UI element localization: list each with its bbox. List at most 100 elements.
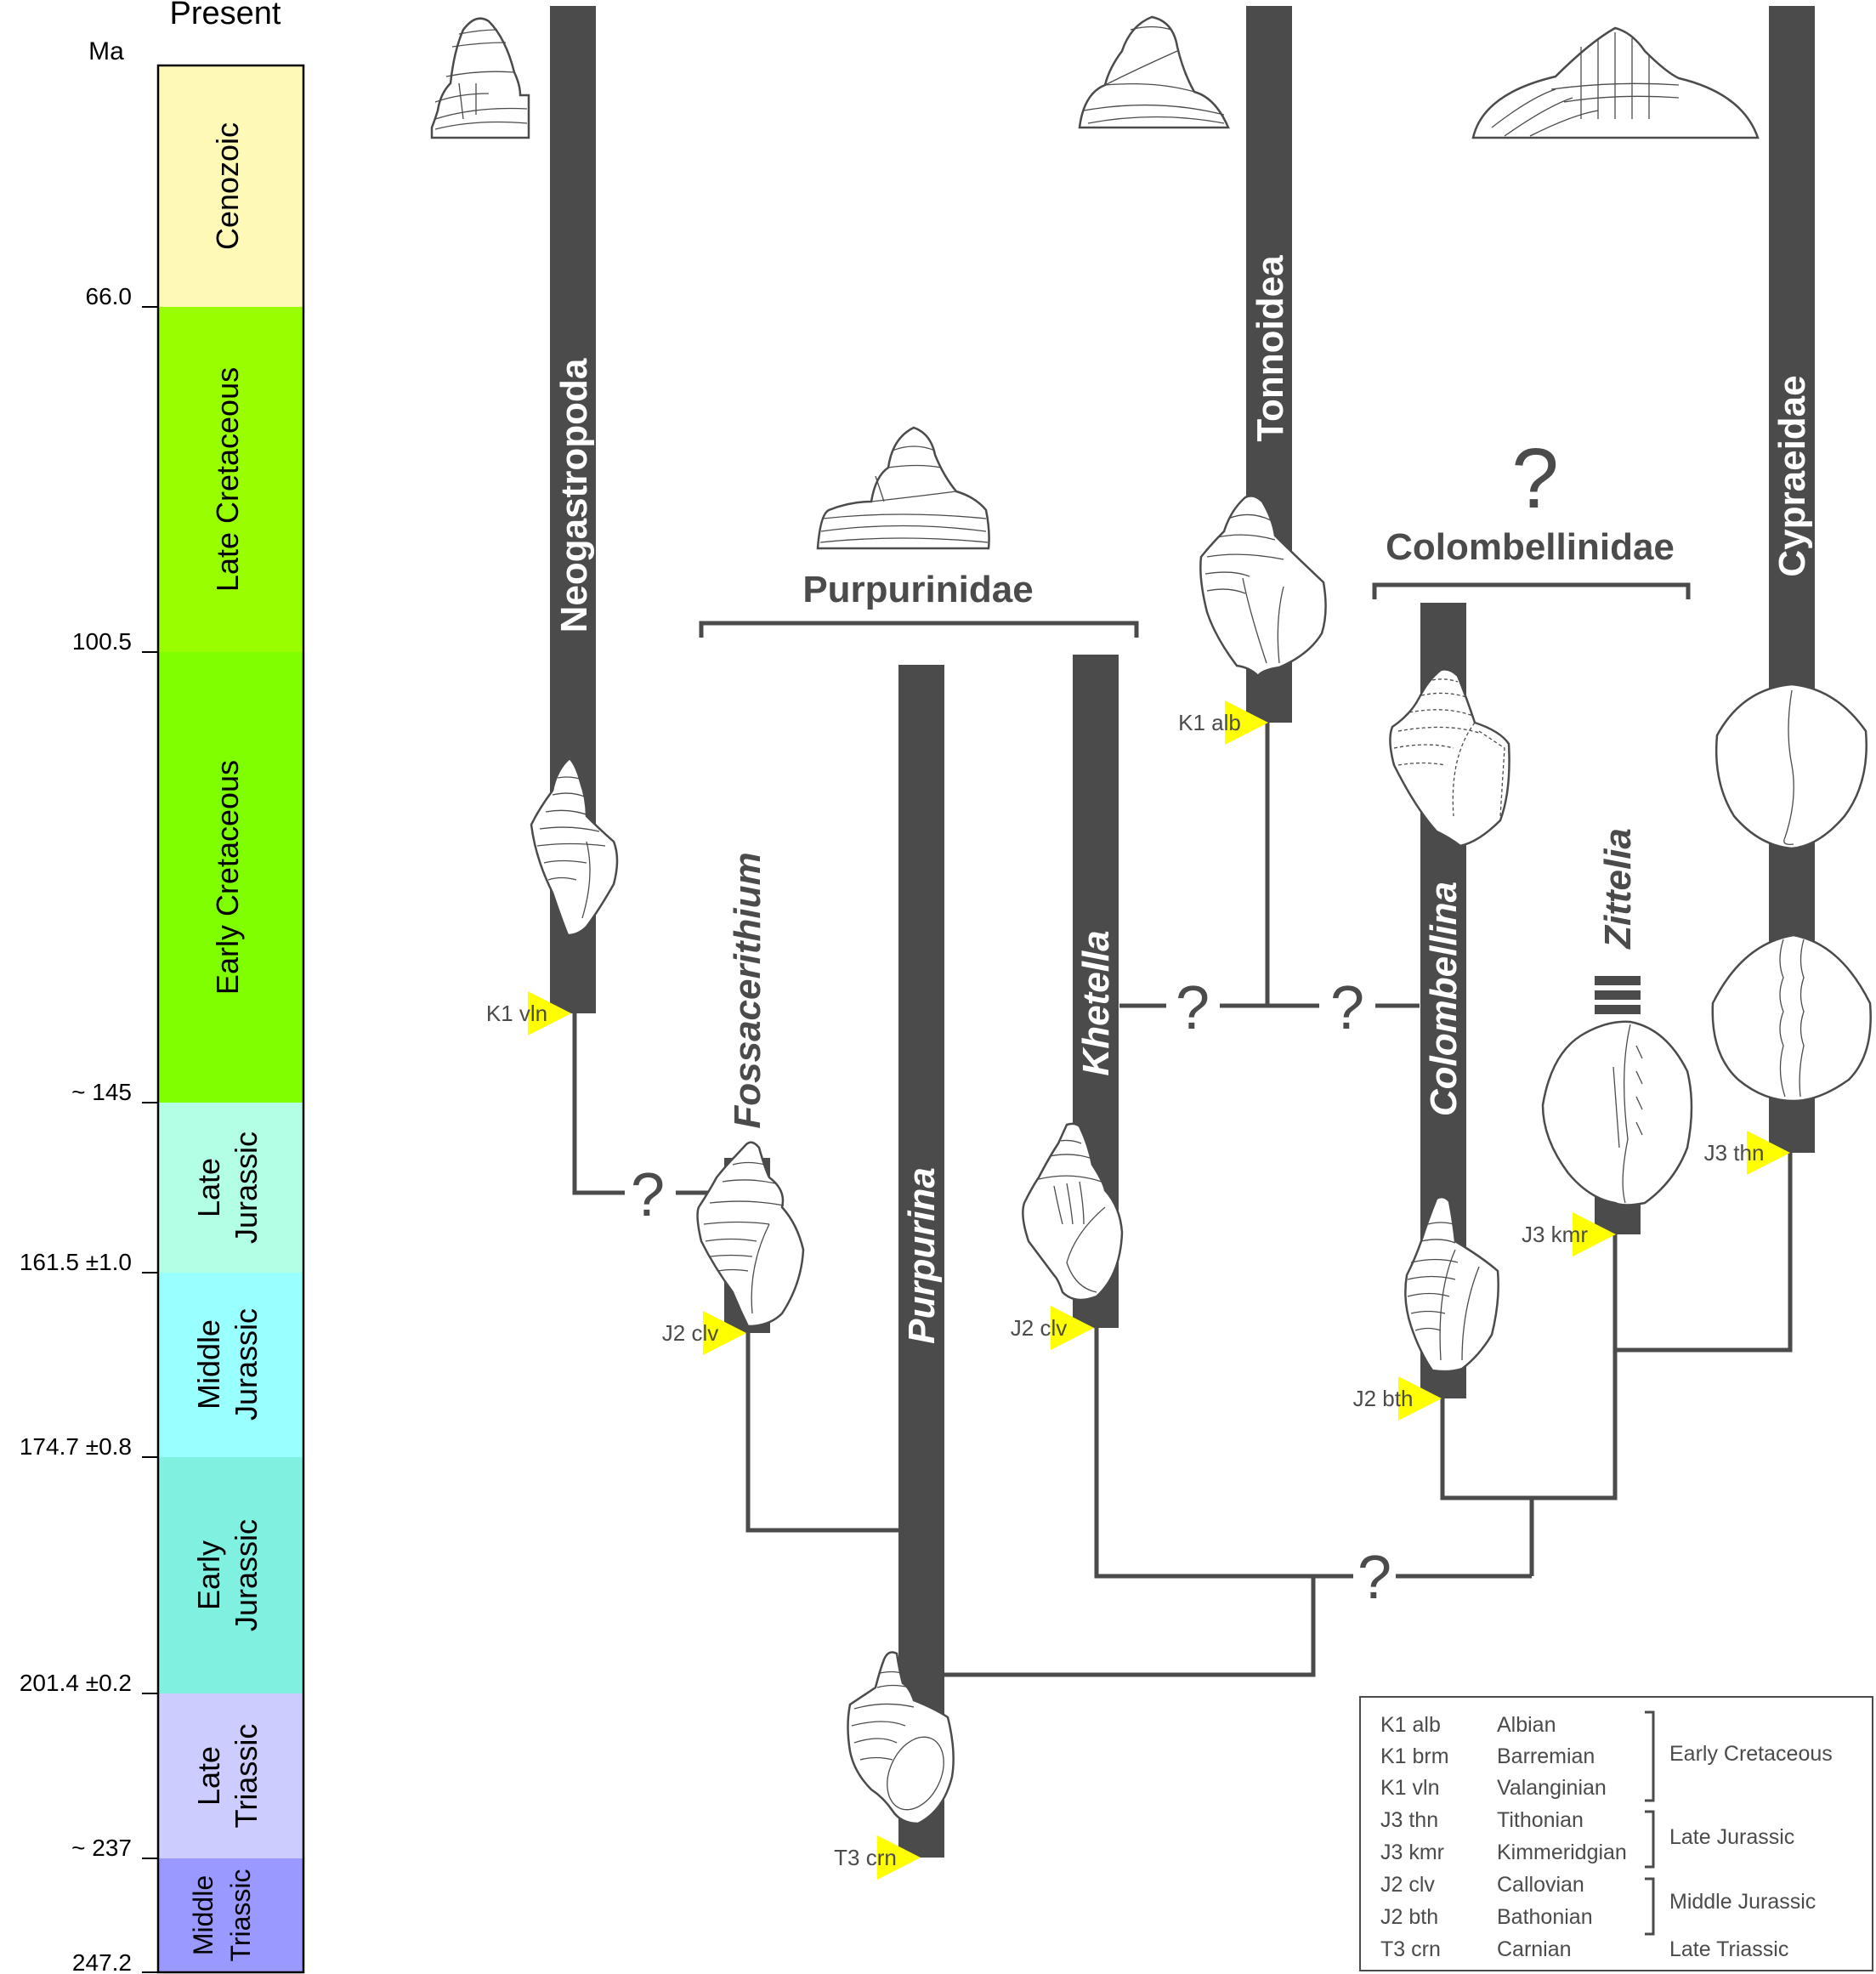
marker-t3-crn xyxy=(877,1835,921,1880)
interval-middle-jurassic xyxy=(158,1273,303,1457)
marker-k1-vln xyxy=(528,991,571,1035)
synonymy-mark xyxy=(1595,976,1641,1014)
shell-icon-purpurinidae xyxy=(816,426,990,550)
taxon-label-tonnoidea: Tonnoidea xyxy=(1250,255,1291,442)
legend-code: J3 thn xyxy=(1380,1808,1438,1832)
marker-j2-clv-khetella xyxy=(1051,1306,1094,1350)
interval-label-late-triassic-1: Late xyxy=(191,1746,226,1806)
stage-legend: K1 alb Albian K1 brm Barremian K1 vln Va… xyxy=(1359,1696,1873,1971)
interval-label-late-triassic-2: Triassic xyxy=(229,1724,264,1829)
legend-group-late-jurassic: Late Jurassic xyxy=(1669,1825,1794,1849)
marker-label-j3-thn: J3 thn xyxy=(1704,1140,1765,1166)
legend-group-early-cretaceous: Early Cretaceous xyxy=(1669,1742,1833,1766)
age-label-66: 66.0 xyxy=(86,283,133,309)
legend-code: K1 vln xyxy=(1380,1776,1439,1800)
legend-stage: Valanginian xyxy=(1497,1776,1607,1800)
shell-icon-colombellina-top xyxy=(1389,668,1510,848)
marker-j2-clv-fossacerithium xyxy=(703,1311,746,1355)
taxon-label-colombellina: Colombellina xyxy=(1423,882,1465,1116)
uncertain-mark-colombellina: ? xyxy=(1330,974,1364,1042)
legend-code: J3 kmr xyxy=(1380,1841,1444,1864)
clade-label-purpurinidae: Purpurinidae xyxy=(802,569,1033,610)
marker-j3-kmr xyxy=(1573,1212,1616,1256)
interval-label-middle-triassic-2: Triassic xyxy=(225,1869,256,1961)
age-label-174-7: 174.7 ±0.8 xyxy=(20,1433,132,1460)
legend-code: J2 clv xyxy=(1380,1873,1435,1897)
colombellinidae-uncertain-mark: ? xyxy=(1511,431,1559,526)
interval-label-middle-jurassic-1: Middle xyxy=(191,1319,226,1410)
interval-cenozoic xyxy=(158,65,303,307)
shell-icon-cypraeidae-lower xyxy=(1711,933,1872,1103)
uncertain-mark-neogastropoda-fossacerithium: ? xyxy=(631,1161,665,1229)
interval-late-cretaceous xyxy=(158,307,303,652)
geologic-timescale: Present Ma Cenozoic Late Cretaceous Earl… xyxy=(20,0,305,1974)
timescale-frame xyxy=(156,64,305,1974)
legend-stage: Barremian xyxy=(1497,1744,1595,1768)
marker-k1-alb xyxy=(1225,701,1268,745)
uncertain-mark-khetella: ? xyxy=(1176,974,1210,1042)
interval-label-late-cretaceous: Late Cretaceous xyxy=(210,367,245,592)
shell-icon-neogastropoda-fossil xyxy=(530,757,619,937)
legend-stage: Bathonian xyxy=(1497,1905,1593,1929)
age-label-201-4: 201.4 ±0.2 xyxy=(20,1670,132,1696)
marker-label-j2-bth: J2 bth xyxy=(1353,1386,1414,1411)
legend-code: T3 crn xyxy=(1380,1937,1441,1961)
legend-group-late-triassic: Late Triassic xyxy=(1669,1937,1788,1961)
shell-illustrations xyxy=(430,15,1872,1825)
legend-frame xyxy=(1359,1696,1873,1971)
age-label-247-2: 247.2 xyxy=(72,1949,132,1974)
shell-icon-cypraeidae-upper xyxy=(1714,683,1867,850)
legend-bracket-early-cretaceous xyxy=(1645,1710,1655,1802)
taxon-label-zittelia: Zittelia xyxy=(1597,828,1639,950)
marker-label-t3-crn: T3 crn xyxy=(834,1845,897,1870)
purpurinidae-bracket xyxy=(699,621,1139,638)
shell-icon-tonnoidea-fossil xyxy=(1199,495,1327,678)
shell-icon-neogastropoda-top xyxy=(430,17,530,139)
legend-stage: Tithonian xyxy=(1497,1808,1584,1832)
marker-label-j3-kmr: J3 kmr xyxy=(1522,1222,1588,1247)
legend-code: J2 bth xyxy=(1380,1905,1438,1929)
legend-code: K1 brm xyxy=(1380,1744,1449,1768)
age-ticks xyxy=(142,306,158,1973)
marker-label-j2-clv-khetella: J2 clv xyxy=(1011,1315,1067,1341)
legend-stage: Albian xyxy=(1497,1713,1556,1737)
ma-unit-label: Ma xyxy=(88,37,124,65)
interval-middle-triassic xyxy=(158,1858,303,1972)
uncertain-mark-basal: ? xyxy=(1357,1544,1391,1612)
interval-label-early-cretaceous: Early Cretaceous xyxy=(210,760,245,995)
taxon-label-fossacerithium: Fossacerithium xyxy=(727,852,768,1128)
taxon-label-neogastropoda: Neogastropoda xyxy=(553,358,595,632)
interval-early-jurassic xyxy=(158,1457,303,1693)
tree-branches xyxy=(572,723,1793,1677)
first-appearance-markers: K1 vln J2 clv T3 crn J2 clv K1 alb J2 bt… xyxy=(486,701,1790,1880)
legend-stage: Carnian xyxy=(1497,1937,1572,1961)
shell-icon-tonnoidea-top xyxy=(1078,15,1230,129)
bar-purpurina xyxy=(898,665,944,1858)
colombellinidae-bracket xyxy=(1372,582,1691,599)
interval-late-jurassic xyxy=(158,1103,303,1273)
interval-label-cenozoic: Cenozoic xyxy=(210,122,245,250)
shell-icon-zittelia xyxy=(1541,1020,1693,1206)
interval-label-early-jurassic-1: Early xyxy=(191,1540,226,1610)
marker-label-k1-alb: K1 alb xyxy=(1178,710,1241,735)
interval-label-late-jurassic-1: Late xyxy=(191,1158,226,1217)
marker-j2-bth xyxy=(1398,1376,1442,1421)
marker-j3-thn xyxy=(1747,1131,1790,1175)
age-label-145: ~ 145 xyxy=(71,1079,132,1105)
present-label: Present xyxy=(170,0,281,31)
clade-brackets xyxy=(699,582,1691,638)
shell-icon-fossacerithium xyxy=(696,1141,805,1328)
clade-label-colombellinidae: Colombellinidae xyxy=(1386,526,1675,568)
taxon-label-cypraeidae: Cypraeidae xyxy=(1771,375,1813,576)
legend-stage: Kimmeridgian xyxy=(1497,1841,1627,1864)
interval-early-cretaceous xyxy=(158,652,303,1103)
age-label-161-5: 161.5 ±1.0 xyxy=(20,1249,132,1275)
legend-bracket-middle-jurassic xyxy=(1645,1877,1655,1936)
marker-label-j2-clv-fossacerithium: J2 clv xyxy=(662,1320,718,1346)
interval-late-triassic xyxy=(158,1693,303,1858)
interval-label-late-jurassic-2: Jurassic xyxy=(229,1132,264,1244)
legend-group-middle-jurassic: Middle Jurassic xyxy=(1669,1890,1816,1914)
taxon-label-purpurina: Purpurina xyxy=(901,1167,943,1344)
shell-icon-purpurina xyxy=(847,1651,955,1825)
